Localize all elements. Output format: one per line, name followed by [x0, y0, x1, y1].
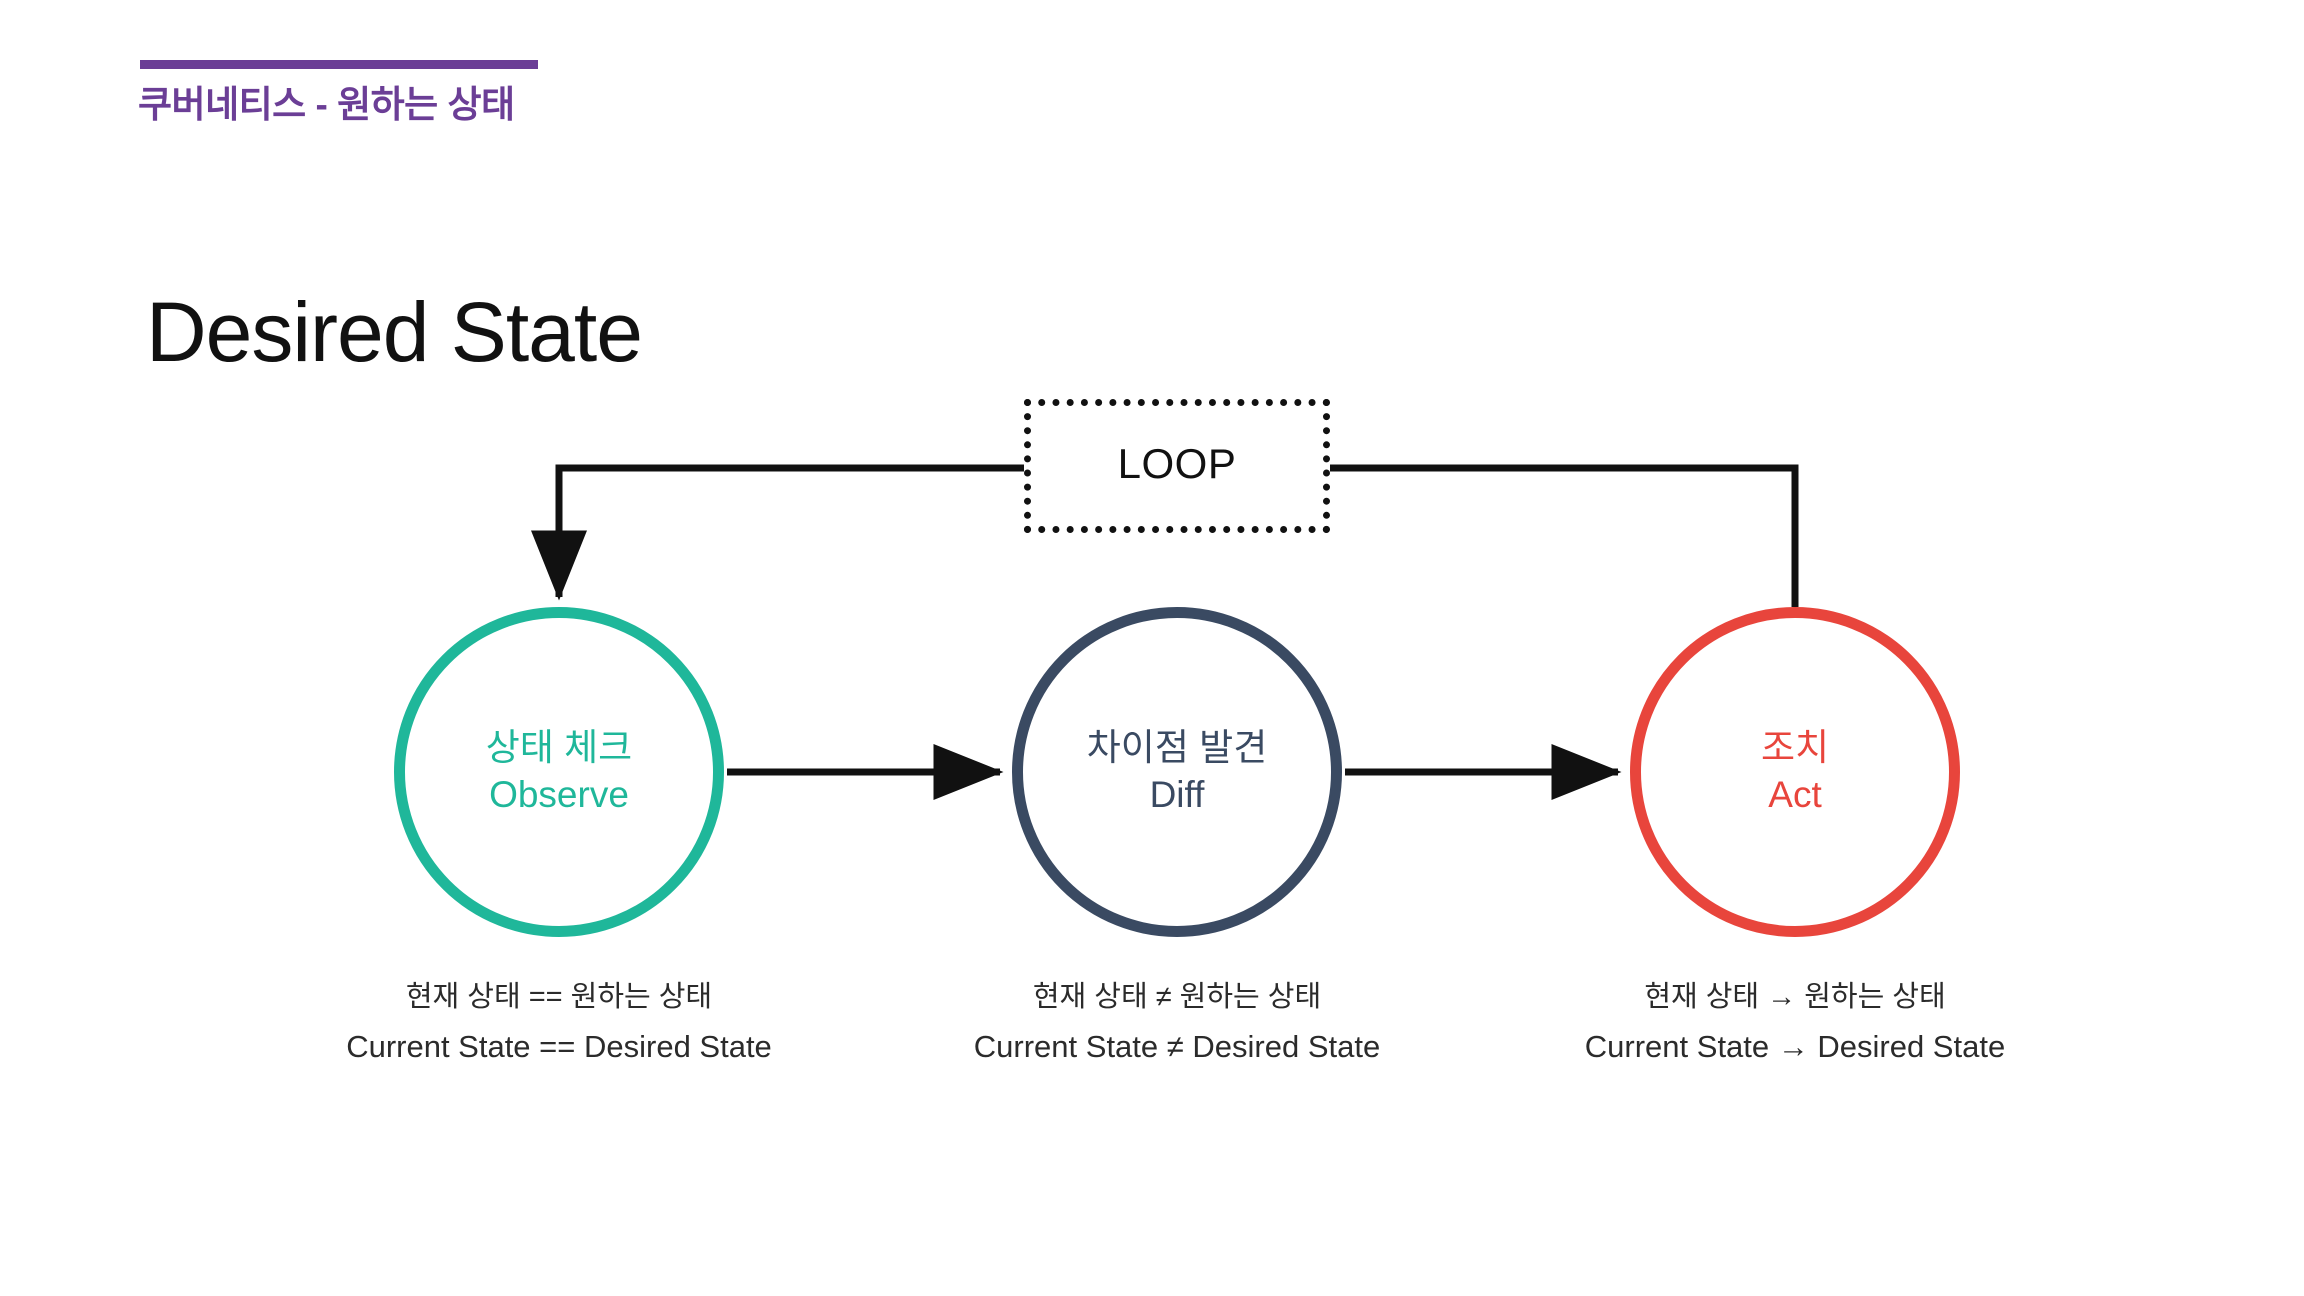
caption-diff-en: Current State ≠ Desired State	[973, 1028, 1381, 1064]
node-diff-label-en: Diff	[1149, 774, 1205, 815]
caption-diff: 현재 상태 ≠ 원하는 상태 Current State ≠ Desired S…	[917, 975, 1437, 1074]
connector-act-to-loop	[1330, 464, 1799, 607]
node-observe-label-ko: 상태 체크	[485, 727, 633, 769]
node-observe-label-en: Observe	[489, 774, 629, 815]
node-observe[interactable]: 상태 체크 Observe	[394, 607, 724, 937]
caption-act-ko: 현재 상태 → 원하는 상태	[1644, 981, 1946, 1013]
connector-loop-to-observe	[531, 464, 1024, 601]
node-act-label-ko: 조치	[1760, 727, 1830, 769]
caption-observe-ko: 현재 상태 == 원하는 상태	[405, 981, 713, 1013]
caption-act-en: Current State → Desired State	[1584, 1028, 2006, 1064]
loop-label: LOOP	[1117, 440, 1237, 487]
page-title: Desired State	[146, 285, 643, 380]
node-diff[interactable]: 차이점 발견 Diff	[1012, 607, 1342, 937]
caption-act: 현재 상태 → 원하는 상태 Current State → Desired S…	[1535, 975, 2055, 1074]
caption-observe-en: Current State == Desired State	[346, 1028, 772, 1064]
caption-diff-ko: 현재 상태 ≠ 원하는 상태	[1032, 981, 1322, 1013]
node-act[interactable]: 조치 Act	[1630, 607, 1960, 937]
header-accent-rule	[140, 60, 538, 69]
node-diff-label-ko: 차이점 발견	[1086, 727, 1268, 769]
loop-box	[1024, 399, 1330, 533]
header-eyebrow-text: 쿠버네티스 - 원하는 상태	[138, 84, 515, 125]
node-act-label-en: Act	[1768, 774, 1822, 815]
caption-observe: 현재 상태 == 원하는 상태 Current State == Desired…	[299, 975, 819, 1074]
